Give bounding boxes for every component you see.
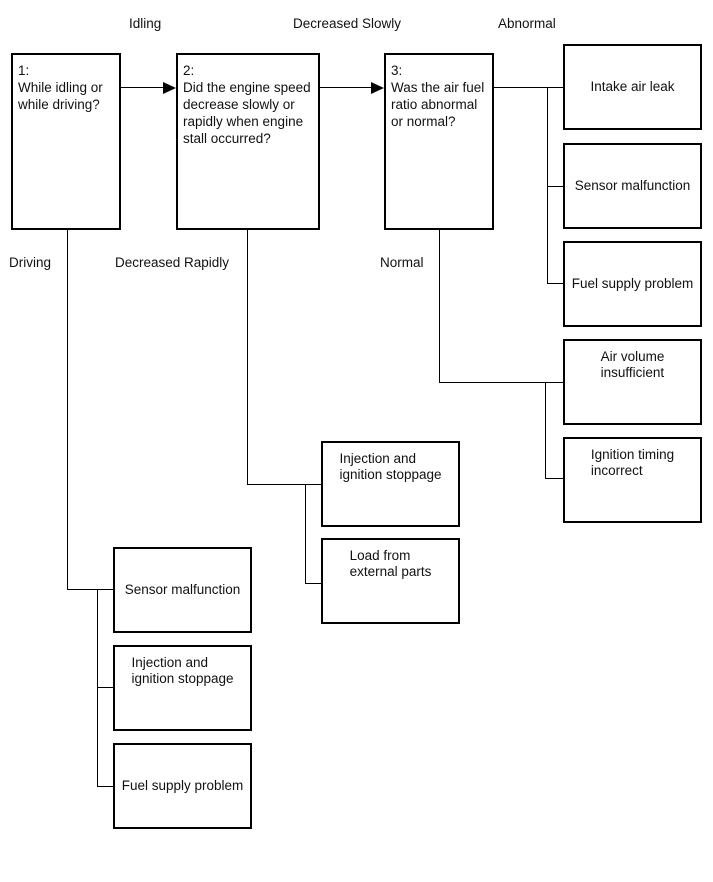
result-box-ignition-timing-incorrect: Ignition timing incorrect <box>563 437 702 523</box>
result-box-sensor-malfunction-driving: Sensor malfunction <box>113 547 252 633</box>
connector-line <box>547 283 563 284</box>
connector-line <box>305 583 321 584</box>
decision-box-2-text: 2: Did the engine speed decrease slowly … <box>183 63 311 146</box>
result-box-load-from-external-parts-text: Load from external parts <box>349 548 432 579</box>
connector-line <box>545 478 563 479</box>
result-box-injection-ignition-stoppage-driving-text: Injection and ignition stoppage <box>131 655 234 686</box>
result-box-air-volume-insufficient: Air volume insufficient <box>563 339 702 425</box>
connector-line <box>97 786 113 787</box>
branch-label-decreased-rapidly: Decreased Rapidly <box>115 255 230 270</box>
result-box-load-from-external-parts: Load from external parts <box>321 538 460 624</box>
connector-line <box>121 87 165 88</box>
result-box-air-volume-insufficient-text: Air volume insufficient <box>600 349 665 380</box>
connector-line <box>439 230 440 382</box>
arrow-right-icon <box>163 82 176 94</box>
result-box-fuel-supply-problem-abnormal-text: Fuel supply problem <box>571 276 694 291</box>
result-box-ignition-timing-incorrect-text: Ignition timing incorrect <box>590 447 675 478</box>
decision-box-1: 1: While idling or while driving? <box>11 53 121 230</box>
connector-line <box>494 87 563 88</box>
connector-line <box>439 382 563 383</box>
result-box-intake-air-leak-text: Intake air leak <box>590 79 675 94</box>
connector-line <box>547 186 563 187</box>
result-box-fuel-supply-problem-abnormal: Fuel supply problem <box>563 241 702 327</box>
decision-box-3-text: 3: Was the air fuel ratio abnormal or no… <box>391 63 485 129</box>
connector-line <box>67 230 68 589</box>
connector-line <box>320 87 372 88</box>
result-box-sensor-malfunction-abnormal-text: Sensor malfunction <box>574 178 691 193</box>
arrow-right-icon <box>371 82 384 94</box>
connector-line <box>547 87 548 284</box>
result-box-injection-ignition-stoppage-driving: Injection and ignition stoppage <box>113 645 252 731</box>
connector-line <box>247 230 248 484</box>
connector-line <box>67 589 113 590</box>
result-box-injection-ignition-stoppage-rapid-text: Injection and ignition stoppage <box>339 451 442 482</box>
connector-line <box>247 484 321 485</box>
result-box-injection-ignition-stoppage-rapid: Injection and ignition stoppage <box>321 441 460 527</box>
branch-label-normal: Normal <box>380 255 424 270</box>
result-box-intake-air-leak: Intake air leak <box>563 44 702 130</box>
decision-box-1-text: 1: While idling or while driving? <box>18 63 103 112</box>
branch-label-idling: Idling <box>129 16 162 31</box>
branch-label-decreased-slowly: Decreased Slowly <box>293 16 402 31</box>
result-box-fuel-supply-problem-driving-text: Fuel supply problem <box>121 778 244 793</box>
result-box-fuel-supply-problem-driving: Fuel supply problem <box>113 743 252 829</box>
branch-label-driving: Driving <box>9 255 52 270</box>
connector-line <box>305 484 306 583</box>
result-box-sensor-malfunction-abnormal: Sensor malfunction <box>563 143 702 229</box>
connector-line <box>545 382 546 479</box>
decision-box-2: 2: Did the engine speed decrease slowly … <box>176 53 320 230</box>
branch-label-abnormal: Abnormal <box>498 16 556 31</box>
decision-box-3: 3: Was the air fuel ratio abnormal or no… <box>384 53 494 230</box>
result-box-sensor-malfunction-driving-text: Sensor malfunction <box>124 582 241 597</box>
connector-line <box>97 687 113 688</box>
